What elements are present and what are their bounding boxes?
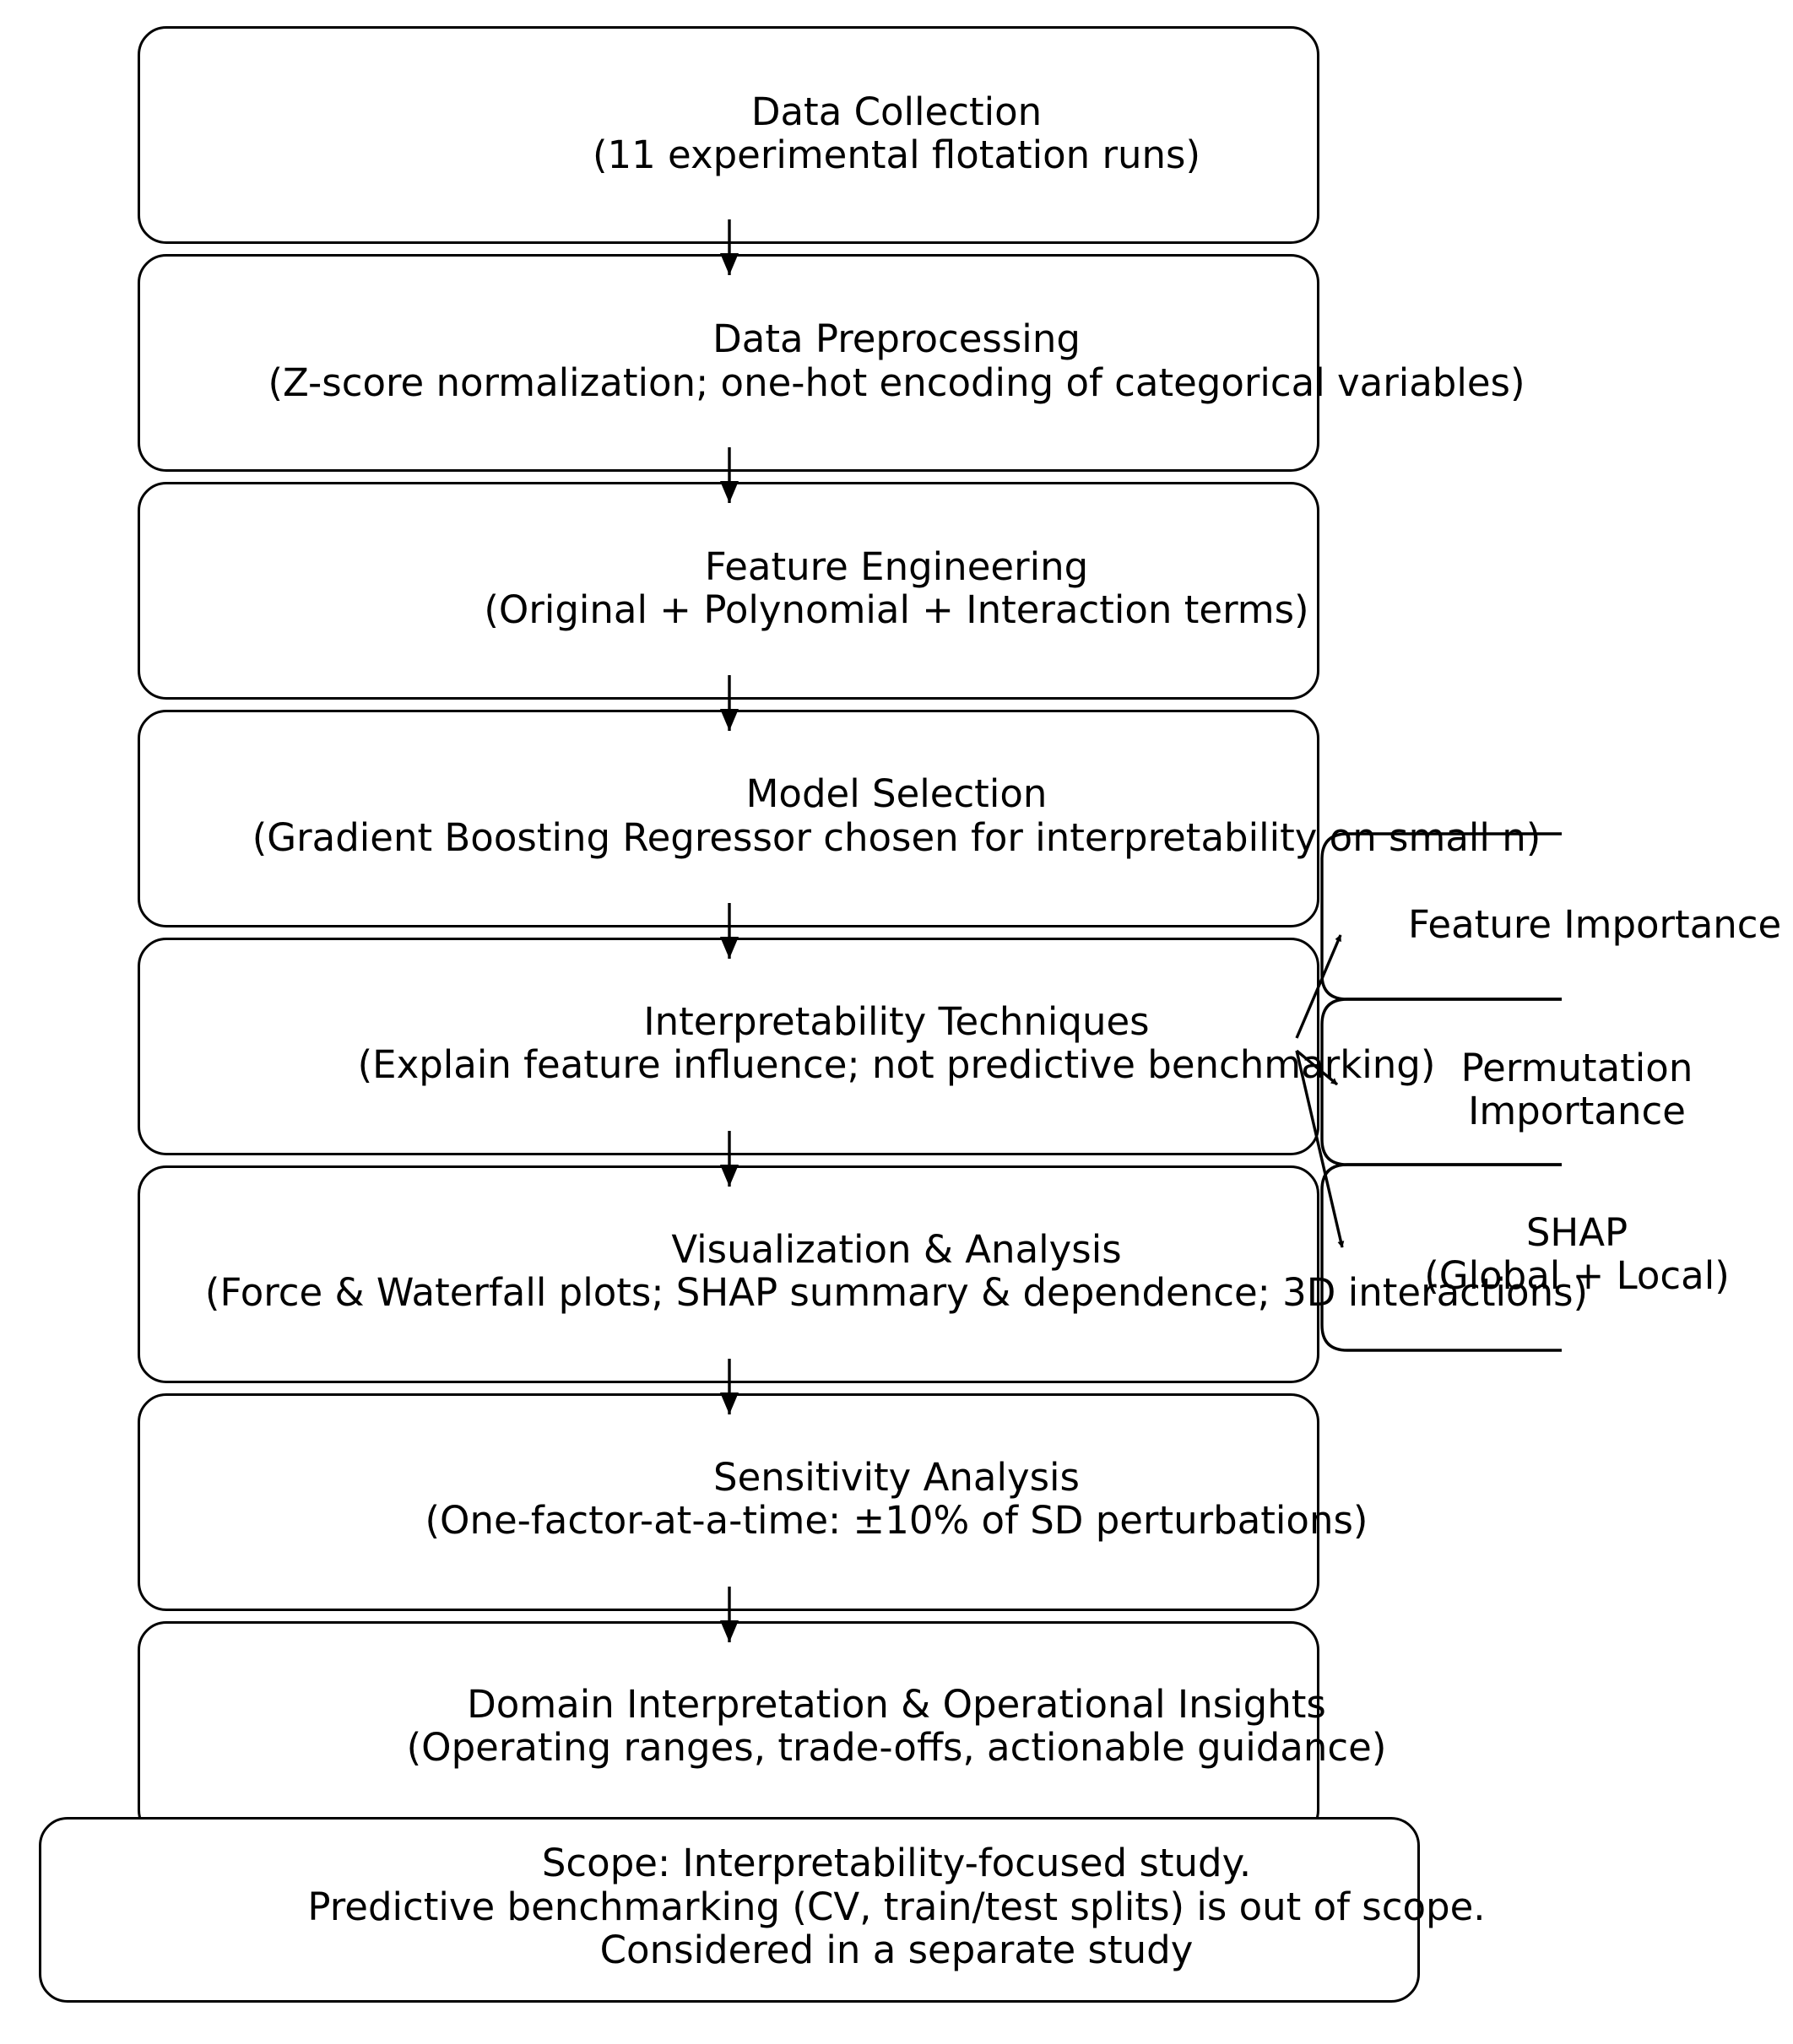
step-box-data-collection (138, 26, 1319, 244)
scope-line-2: Predictive benchmarking (CV, train/test … (307, 1884, 1486, 1929)
technique-label-shap-line2: (Global + Local) (1424, 1253, 1730, 1298)
arrow-head-7 (720, 1620, 739, 1642)
step-title: Interpretability Techniques (643, 999, 1150, 1044)
arrow-head-1 (720, 253, 739, 275)
step-detail: (Gradient Boosting Regressor chosen for … (252, 815, 1541, 860)
step-title: Feature Engineering (704, 544, 1089, 589)
arrow-head-2 (720, 481, 739, 503)
step-title: Visualization & Analysis (671, 1227, 1122, 1272)
step-detail: (Explain feature influence; not predicti… (357, 1042, 1436, 1087)
branch-arrow-shap (1295, 1050, 1345, 1248)
step-box-model-selection (138, 710, 1319, 927)
technique-label-shap: SHAP (1525, 1210, 1628, 1255)
step-title: Model Selection (745, 771, 1048, 816)
technique-bracket-shap (1320, 1163, 1562, 1352)
technique-bracket-permutation-importance (1320, 998, 1562, 1166)
technique-bracket-feature-importance (1320, 832, 1562, 1001)
branch-arrow-permutation-importance (1295, 1049, 1339, 1086)
arrow-head-3 (720, 709, 739, 731)
step-box-interpretability-techniques (138, 938, 1319, 1155)
arrow-head-4 (720, 937, 739, 959)
scope-line-3: Considered in a separate study (599, 1928, 1194, 1972)
technique-label-permutation-importance: Permutation (1460, 1046, 1693, 1090)
branch-arrow-feature-importance (1295, 934, 1342, 1039)
step-detail: (Operating ranges, trade-offs, actionabl… (406, 1725, 1387, 1770)
step-detail: (Original + Polynomial + Interaction ter… (484, 587, 1309, 632)
scope-line-1: Scope: Interpretability-focused study. (541, 1841, 1252, 1885)
step-title: Data Collection (750, 89, 1043, 134)
scope-box (39, 1817, 1420, 2003)
step-box-data-preprocessing (138, 254, 1319, 472)
step-title: Sensitivity Analysis (713, 1455, 1080, 1500)
step-detail: (One-factor-at-a-time: ±10% of SD pertur… (425, 1498, 1368, 1543)
arrow-head-6 (720, 1392, 739, 1414)
step-detail: (11 experimental flotation runs) (592, 132, 1201, 177)
step-detail: (Force & Waterfall plots; SHAP summary &… (204, 1270, 1589, 1315)
step-title: Data Preprocessing (712, 316, 1081, 361)
technique-label-permutation-importance-line2: Importance (1468, 1089, 1686, 1133)
step-title: Domain Interpretation & Operational Insi… (467, 1682, 1326, 1727)
step-box-sensitivity-analysis (138, 1393, 1319, 1611)
technique-label-feature-importance: Feature Importance (1408, 902, 1782, 947)
arrow-head-5 (720, 1165, 739, 1187)
step-detail: (Z-score normalization; one-hot encoding… (268, 360, 1525, 405)
